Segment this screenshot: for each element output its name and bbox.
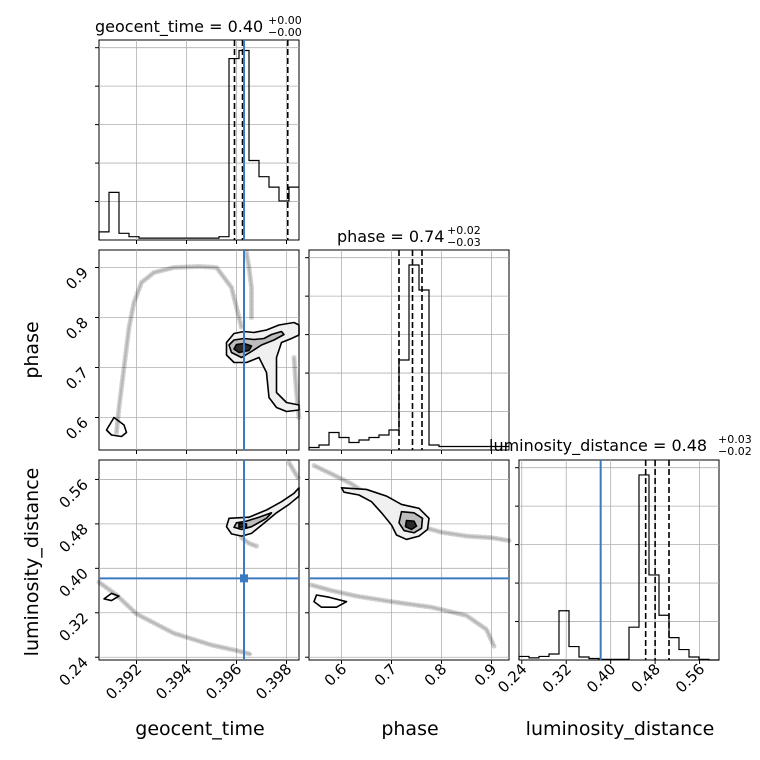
title-plus-geocent_time: +0.00 xyxy=(268,14,302,27)
scatter-trace-core-0 xyxy=(115,265,243,433)
contour-geocent_time-luminosity_distance xyxy=(103,486,300,602)
panel-hist-geocent_time: geocent_time = 0.40 +0.00 −0.00 xyxy=(95,14,302,244)
x-tick-label-luminosity_distance-0: 0.24 xyxy=(494,660,530,696)
grid-hist-luminosity_distance xyxy=(515,460,719,664)
y-tick-label-phase-0: 0.6 xyxy=(62,414,92,444)
title-minus-luminosity_distance: −0.02 xyxy=(718,445,752,458)
x-tick-label-geocent_time-0: 0.392 xyxy=(102,660,145,703)
contour-outer xyxy=(225,321,300,413)
y-tick-label-phase-3: 0.9 xyxy=(62,264,92,294)
title-geocent_time: geocent_time = 0.40 xyxy=(95,17,263,37)
title-plus-phase: +0.02 xyxy=(447,224,481,237)
x-axis-label-phase: phase xyxy=(381,718,438,740)
truth-lines-geocent_time-luminosity_distance xyxy=(99,460,299,660)
scatter-trace-2 xyxy=(286,460,302,482)
x-tick-label-luminosity_distance-4: 0.56 xyxy=(672,660,708,696)
title-minus-phase: −0.03 xyxy=(447,236,481,249)
scatter-trace-core-0 xyxy=(98,581,252,656)
contour-core xyxy=(238,522,248,529)
x-tick-label-phase-0: 0.6 xyxy=(321,660,351,690)
contour-secondary xyxy=(313,594,348,609)
y-axis-label-luminosity_distance: luminosity_distance xyxy=(21,468,43,657)
y-tick-label-luminosity_distance-3: 0.48 xyxy=(55,520,91,556)
histogram-phase xyxy=(308,264,509,450)
y-tick-labels-phase: 0.6 0.7 0.8 0.9 xyxy=(62,264,92,444)
scatter-trace-core-1 xyxy=(245,252,253,318)
histogram-geocent_time xyxy=(98,49,299,240)
x-tick-label-luminosity_distance-2: 0.40 xyxy=(583,660,619,696)
scatter-trace-0 xyxy=(96,579,254,657)
grid-hist-phase xyxy=(305,250,509,454)
panel-2d-geocent_time-phase xyxy=(95,249,302,454)
grid-geocent_time-luminosity_distance xyxy=(95,460,299,664)
x-tick-label-geocent_time-3: 0.398 xyxy=(252,660,295,703)
y-tick-label-luminosity_distance-1: 0.32 xyxy=(55,609,91,645)
y-tick-label-luminosity_distance-2: 0.40 xyxy=(55,564,91,600)
scatter-trace-core-1 xyxy=(421,525,510,542)
quantile-lines-luminosity_distance xyxy=(644,460,670,660)
scatter-trace-0 xyxy=(114,264,244,435)
scatter-geocent_time-luminosity_distance xyxy=(96,460,302,657)
x-axis-label-geocent_time: geocent_time xyxy=(135,718,264,740)
scatter-trace-1 xyxy=(419,524,512,544)
x-tick-label-luminosity_distance-3: 0.48 xyxy=(628,660,664,696)
y-tick-label-phase-2: 0.8 xyxy=(62,314,92,344)
grid-hist-geocent_time xyxy=(95,40,299,244)
scatter-trace-1 xyxy=(244,250,254,320)
contour-core xyxy=(404,519,418,531)
truth-marker xyxy=(240,574,248,583)
histogram-step-phase xyxy=(308,264,509,450)
title-luminosity_distance: luminosity_distance = 0.48 xyxy=(489,436,707,456)
panel-hist-luminosity_distance: luminosity_distance = 0.48 +0.03 −0.02 xyxy=(489,433,752,664)
y-tick-labels-luminosity_distance: 0.24 0.32 0.40 0.48 0.56 xyxy=(55,476,91,690)
x-tick-label-geocent_time-2: 0.396 xyxy=(202,660,245,703)
title-plus-luminosity_distance: +0.03 xyxy=(718,433,752,446)
scatter-trace-2 xyxy=(309,582,497,649)
y-tick-label-luminosity_distance-4: 0.56 xyxy=(55,476,91,512)
x-tick-label-phase-1: 0.7 xyxy=(371,660,401,690)
y-axis-label-phase: phase xyxy=(21,321,43,378)
contour-secondary xyxy=(103,592,120,602)
contour-secondary xyxy=(105,416,128,438)
y-tick-label-phase-1: 0.7 xyxy=(62,364,92,394)
histogram-step-geocent_time xyxy=(98,49,299,240)
histogram-step-luminosity_distance xyxy=(518,474,719,661)
scatter-trace-core-2 xyxy=(311,584,495,647)
panel-2d-geocent_time-luminosity_distance xyxy=(95,459,302,664)
x-axis-label-luminosity_distance: luminosity_distance xyxy=(526,718,715,740)
x-tick-label-geocent_time-1: 0.394 xyxy=(152,660,195,703)
scatter-trace-core-2 xyxy=(288,462,300,480)
histogram-luminosity_distance xyxy=(518,474,719,661)
panel-2d-phase-luminosity_distance xyxy=(305,459,512,664)
quantile-lines-geocent_time xyxy=(233,40,289,240)
grid-geocent_time-phase xyxy=(95,250,299,454)
x-tick-label-phase-2: 0.8 xyxy=(421,660,451,690)
y-tick-label-luminosity_distance-0: 0.24 xyxy=(55,653,91,689)
title-phase: phase = 0.74 xyxy=(337,227,444,246)
x-tick-label-luminosity_distance-1: 0.32 xyxy=(539,660,575,696)
contour-geocent_time-phase xyxy=(105,321,300,438)
panel-hist-phase: phase = 0.74 +0.02 −0.03 xyxy=(305,224,510,454)
contour-phase-luminosity_distance xyxy=(313,486,430,609)
quantile-lines-phase xyxy=(398,250,423,450)
title-minus-geocent_time: −0.00 xyxy=(268,26,302,39)
contour-core xyxy=(233,342,253,354)
grid-phase-luminosity_distance xyxy=(305,460,509,664)
